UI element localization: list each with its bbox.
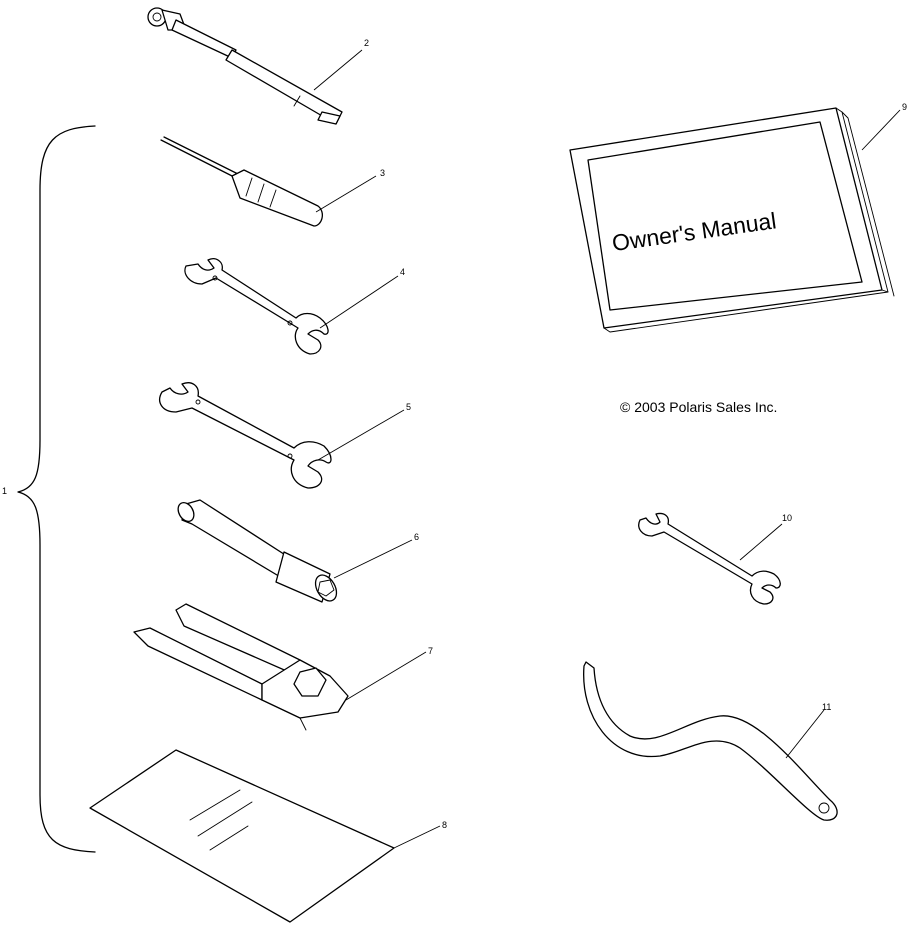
- copyright-text: © 2003 Polaris Sales Inc.: [620, 399, 777, 415]
- tire-gauge-illustration: [147, 7, 343, 125]
- wrench-loose-illustration: [638, 512, 781, 605]
- callout-screwdriver: 3: [380, 168, 385, 178]
- callout-kit: 1: [2, 486, 7, 496]
- tool-bag-illustration: [89, 749, 395, 923]
- callout-owners-manual: 9: [902, 102, 907, 112]
- spark-plug-wrench-illustration: [177, 499, 338, 603]
- screwdriver-illustration: [160, 136, 324, 227]
- callout-tool-bag: 8: [442, 820, 447, 830]
- kit-bracket: [17, 125, 96, 853]
- wrench-medium-illustration: [159, 382, 332, 489]
- owners-manual-illustration: Owner's Manual: [569, 107, 895, 333]
- spanner-wrench-illustration: [583, 661, 838, 821]
- callout-tool-holder: 7: [428, 646, 433, 656]
- callout-tire-gauge: 2: [364, 38, 369, 48]
- callout-spark-plug-wrench: 6: [414, 532, 419, 542]
- callout-wrench-medium: 5: [406, 402, 411, 412]
- callout-wrench-loose: 10: [782, 513, 792, 523]
- tool-holder-illustration: [133, 603, 349, 731]
- callout-spanner-wrench: 11: [822, 702, 831, 712]
- callout-wrench-small: 4: [400, 267, 405, 277]
- wrench-small-illustration: [184, 258, 329, 355]
